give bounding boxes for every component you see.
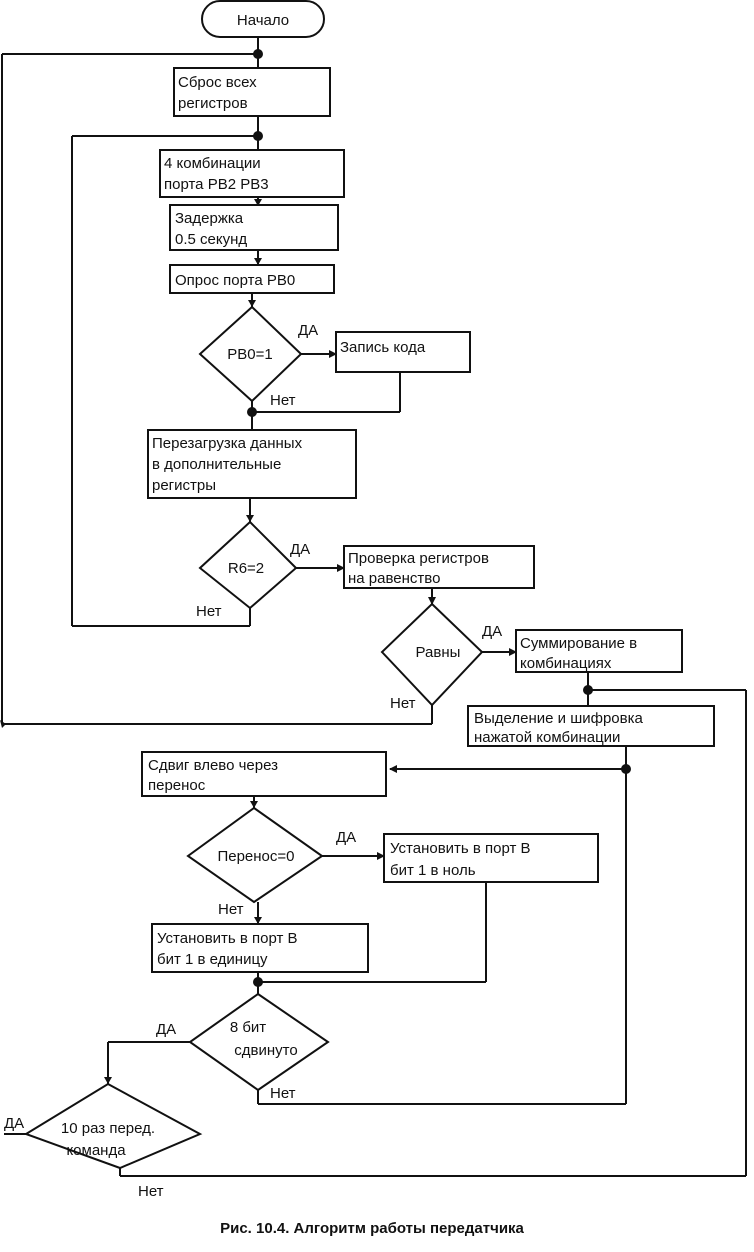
ten-line-2: команда bbox=[66, 1142, 126, 1159]
bits-no-label: Нет bbox=[270, 1085, 296, 1102]
write-code-block: Запись кода bbox=[335, 331, 471, 373]
set-one-line-2: бит 1 в единицу bbox=[157, 951, 268, 968]
reload-data-block: Перезагрузка данных в дополнительные рег… bbox=[147, 429, 357, 499]
select-line-2: нажатой комбинации bbox=[474, 729, 620, 746]
r6-no-label: Нет bbox=[196, 603, 222, 620]
r6-yes-label: ДА bbox=[290, 541, 310, 558]
reload-line-1: Перезагрузка данных bbox=[152, 435, 303, 452]
equal-decision: Равны bbox=[380, 602, 484, 707]
shift-line-1: Сдвиг влево через bbox=[148, 757, 278, 774]
pb0-yes-label: ДА bbox=[298, 322, 318, 339]
set-zero-line-2: бит 1 в ноль bbox=[390, 862, 476, 879]
check-registers-block: Проверка регистров на равенство bbox=[343, 545, 535, 589]
poll-label: Опрос порта PB0 bbox=[175, 272, 295, 289]
port-combinations-block: 4 комбинации порта PB2 PB3 bbox=[159, 149, 345, 198]
bits-line-2: сдвинуто bbox=[234, 1042, 297, 1059]
check-line-2: на равенство bbox=[348, 570, 440, 587]
ten-line-1: 10 раз перед. bbox=[61, 1120, 155, 1137]
r6-condition: R6=2 bbox=[228, 560, 264, 577]
ten-yes-label: ДА bbox=[4, 1115, 24, 1132]
reset-line-2: регистров bbox=[178, 95, 248, 112]
sum-line-1: Суммирование в bbox=[520, 635, 637, 652]
poll-port-block: Опрос порта PB0 bbox=[169, 264, 335, 294]
pb0-decision: PB0=1 bbox=[198, 305, 303, 403]
equal-no-label: Нет bbox=[390, 695, 416, 712]
figure-caption: Рис. 10.4. Алгоритм работы передатчика bbox=[220, 1220, 524, 1237]
write-code-label: Запись кода bbox=[340, 339, 426, 356]
bits-yes-label: ДА bbox=[156, 1021, 176, 1038]
delay-block: Задержка 0.5 секунд bbox=[169, 204, 339, 251]
check-line-1: Проверка регистров bbox=[348, 550, 489, 567]
start-label: Начало bbox=[237, 12, 289, 29]
shift-line-2: перенос bbox=[148, 777, 206, 794]
select-line-1: Выделение и шифровка bbox=[474, 710, 643, 727]
carry-condition: Перенос=0 bbox=[217, 848, 294, 865]
reset-line-1: Сброс всех bbox=[178, 74, 257, 91]
set-zero-line-1: Установить в порт В bbox=[390, 840, 531, 857]
set-bit-zero-block: Установить в порт В бит 1 в ноль bbox=[383, 833, 599, 883]
delay-line-1: Задержка bbox=[175, 210, 244, 227]
combos-line-1: 4 комбинации bbox=[164, 155, 261, 172]
carry-no-label: Нет bbox=[218, 901, 244, 918]
bits-shifted-decision: 8 бит сдвинуто bbox=[188, 992, 330, 1092]
shift-left-block: Сдвиг влево через перенос bbox=[141, 751, 387, 797]
equal-yes-label: ДА bbox=[482, 623, 502, 640]
pb0-condition: PB0=1 bbox=[227, 346, 272, 363]
ten-times-decision: 10 раз перед. команда bbox=[23, 1082, 203, 1170]
sum-line-2: комбинациях bbox=[520, 655, 612, 672]
carry-decision: Перенос=0 bbox=[186, 806, 324, 904]
set-bit-one-block: Установить в порт В бит 1 в единицу bbox=[151, 923, 369, 973]
select-encode-block: Выделение и шифровка нажатой комбинации bbox=[467, 705, 715, 747]
start-terminator: Начало bbox=[201, 0, 325, 38]
ten-no-label: Нет bbox=[138, 1183, 164, 1200]
bits-line-1: 8 бит bbox=[230, 1019, 266, 1036]
pb0-no-label: Нет bbox=[270, 392, 296, 409]
reload-line-3: регистры bbox=[152, 477, 216, 494]
equal-condition: Равны bbox=[416, 644, 461, 661]
delay-line-2: 0.5 секунд bbox=[175, 231, 247, 248]
connectors bbox=[1, 37, 747, 1177]
set-one-line-1: Установить в порт В bbox=[157, 930, 298, 947]
arrowheads bbox=[0, 199, 517, 1084]
r6-decision: R6=2 bbox=[198, 520, 298, 610]
sum-combinations-block: Суммирование в комбинациях bbox=[515, 629, 683, 673]
reload-line-2: в дополнительные bbox=[152, 456, 281, 473]
combos-line-2: порта PB2 PB3 bbox=[164, 176, 269, 193]
junctions bbox=[247, 49, 631, 987]
reset-registers-block: Сброс всех регистров bbox=[173, 67, 331, 117]
carry-yes-label: ДА bbox=[336, 829, 356, 846]
